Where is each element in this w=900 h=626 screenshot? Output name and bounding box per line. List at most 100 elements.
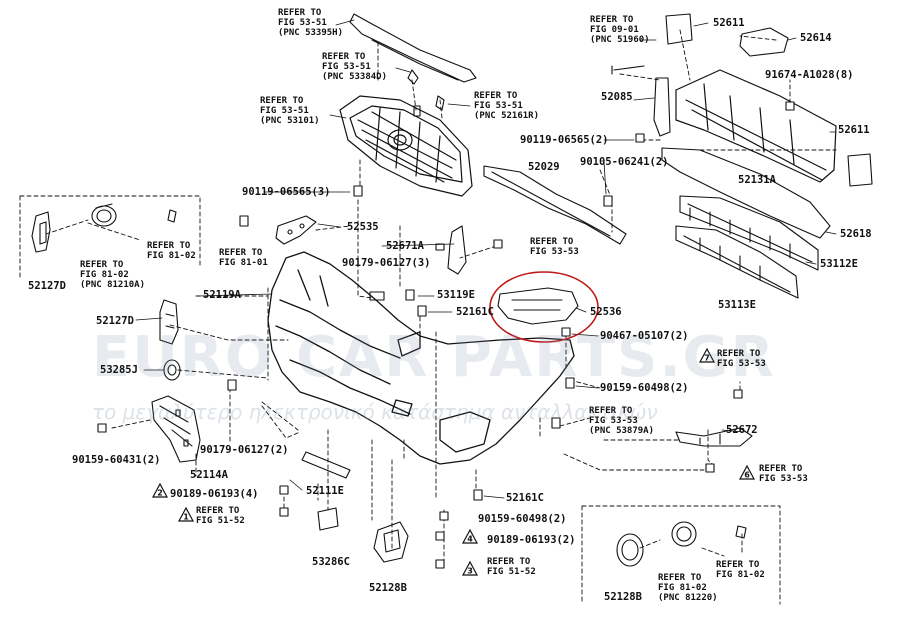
note-number: 2 [157, 489, 163, 498]
part-number-p91674: 91674-A1028(8) [765, 69, 854, 81]
support-rod [611, 65, 645, 75]
refer-note-r51_52b: REFER TO FIG 51-52 [487, 557, 536, 577]
hood-lock-support [653, 77, 671, 137]
refer-note-r53879a: REFER TO FIG 53-53 (PNC 53879A) [589, 406, 655, 436]
grille-emblem-small [407, 69, 445, 117]
refer-note-r81_01: REFER TO FIG 81-01 [219, 248, 268, 268]
tow-hook-cover [317, 507, 339, 531]
part-number-p90189b: 90189-06193(2) [487, 534, 576, 546]
part-number-p90119b: 90119-06565(3) [242, 186, 331, 198]
part-number-p52672: 52672 [726, 424, 758, 436]
part-number-p90189a: 90189-06193(4) [170, 488, 259, 500]
note-number: 1 [183, 513, 189, 522]
part-number-p53112e: 53112E [820, 258, 858, 270]
refer-note-r81220: REFER TO FIG 81-02 (PNC 81220) [658, 573, 718, 603]
note-number: 7 [704, 354, 710, 363]
radiator-grille-lower [679, 195, 819, 271]
triangle-icon [698, 347, 716, 363]
part-number-p53119e: 53119E [437, 289, 475, 301]
refer-note-r53_53b: REFER TO FIG 53-53 [717, 349, 766, 369]
part-number-p52671a: 52671A [386, 240, 424, 252]
bumper-bracket-right [675, 427, 753, 447]
note-marker-4: 4 [461, 528, 479, 544]
note-number: 3 [467, 567, 473, 576]
leader-lines [19, 29, 837, 605]
refer-note-r52161r: REFER TO FIG 53-51 (PNC 52161R) [474, 91, 540, 121]
triangle-icon [151, 482, 169, 498]
part-number-p52536: 52536 [590, 306, 622, 318]
part-number-p52085: 52085 [601, 91, 633, 103]
part-number-p90119a: 90119-06565(2) [520, 134, 609, 146]
part-number-p53285j: 53285J [100, 364, 138, 376]
triangle-icon [177, 506, 195, 522]
triangle-icon [461, 528, 479, 544]
refer-note-r51_52a: REFER TO FIG 51-52 [196, 506, 245, 526]
bumper-upper-retainer [661, 147, 831, 239]
refer-note-r51960: REFER TO FIG 09-01 (PNC 51960) [590, 15, 650, 45]
refer-note-r53_53c: REFER TO FIG 53-53 [759, 464, 808, 484]
bumper-absorber-block-b [739, 27, 789, 57]
fasteners [97, 101, 795, 569]
part-number-p52161c_b: 52161C [506, 492, 544, 504]
bumper-absorber-block-a [665, 13, 693, 45]
part-number-p52611b: 52611 [838, 124, 870, 136]
fog-lamp-screw-left [167, 209, 177, 223]
note-number: 6 [744, 471, 750, 480]
note-marker-1: 1 [177, 506, 195, 522]
refer-note-r81_02b: REFER TO FIG 81-02 [716, 560, 765, 580]
part-number-p90467: 90467-05107(2) [600, 330, 689, 342]
part-number-p90179a: 90179-06127(3) [342, 257, 431, 269]
note-marker-2: 2 [151, 482, 169, 498]
fog-lamp-right [671, 521, 697, 547]
bracket-52536 [497, 287, 579, 325]
triangle-icon [738, 464, 756, 480]
note-number: 4 [467, 535, 473, 544]
triangle-icon [461, 560, 479, 576]
grille-lower-panel [675, 225, 799, 299]
refer-note-r53101: REFER TO FIG 53-51 (PNC 53101) [260, 96, 320, 126]
bumper-reinforcement [151, 395, 201, 463]
part-number-p53113e: 53113E [718, 299, 756, 311]
part-number-p53286c: 53286C [312, 556, 350, 568]
refer-note-r81210a: REFER TO FIG 81-02 (PNC 81210A) [80, 260, 146, 290]
note-markers: 7 6 2 1 4 3 [151, 347, 756, 576]
pointer-lines [135, 19, 837, 499]
part-number-p52029: 52029 [528, 161, 560, 173]
part-number-p52114a: 52114A [190, 469, 228, 481]
part-number-p90159c: 90159-60498(2) [478, 513, 567, 525]
fog-lamp-screw-right [735, 525, 747, 539]
refer-note-r81_02a: REFER TO FIG 81-02 [147, 241, 196, 261]
front-bumper-cover [267, 251, 575, 465]
part-number-p52611a: 52611 [713, 17, 745, 29]
note-marker-3: 3 [461, 560, 479, 576]
refer-note-r53395h: REFER TO FIG 53-51 (PNC 53395H) [278, 8, 344, 38]
part-number-p52618: 52618 [840, 228, 872, 240]
part-number-p90159b: 90159-60431(2) [72, 454, 161, 466]
grille-molding [349, 13, 477, 83]
bumper-bar-stay [483, 165, 627, 245]
part-number-p52127d_b: 52127D [96, 315, 134, 327]
part-number-p90179b: 90179-06127(2) [200, 444, 289, 456]
part-number-p52128b_b: 52128B [604, 591, 642, 603]
refer-note-r53_53a: REFER TO FIG 53-53 [530, 237, 579, 257]
bumper-absorber-block-c [847, 153, 873, 187]
fog-lamp-cover-left [31, 211, 51, 253]
bumper-energy-absorber-reinforcement [675, 69, 837, 183]
fog-lamp-bezel-center [373, 521, 409, 563]
fog-lamp-cover-right [616, 533, 644, 567]
note-marker-6: 6 [738, 464, 756, 480]
lower-molding-bar [301, 451, 351, 479]
note-marker-7: 7 [698, 347, 716, 363]
part-number-p90105: 90105-06241(2) [580, 156, 669, 168]
highlight-circle [489, 271, 599, 343]
bumper-bracket-left [275, 215, 317, 245]
radiator-grille [339, 95, 473, 197]
part-number-p52127d_a: 52127D [28, 280, 66, 292]
part-number-p52128b_a: 52128B [369, 582, 407, 594]
part-number-p52614: 52614 [800, 32, 832, 44]
bumper-retainer-left [159, 299, 179, 345]
refer-note-r53384d: REFER TO FIG 53-51 (PNC 53384D) [322, 52, 388, 82]
part-number-p52161c_a: 52161C [456, 306, 494, 318]
